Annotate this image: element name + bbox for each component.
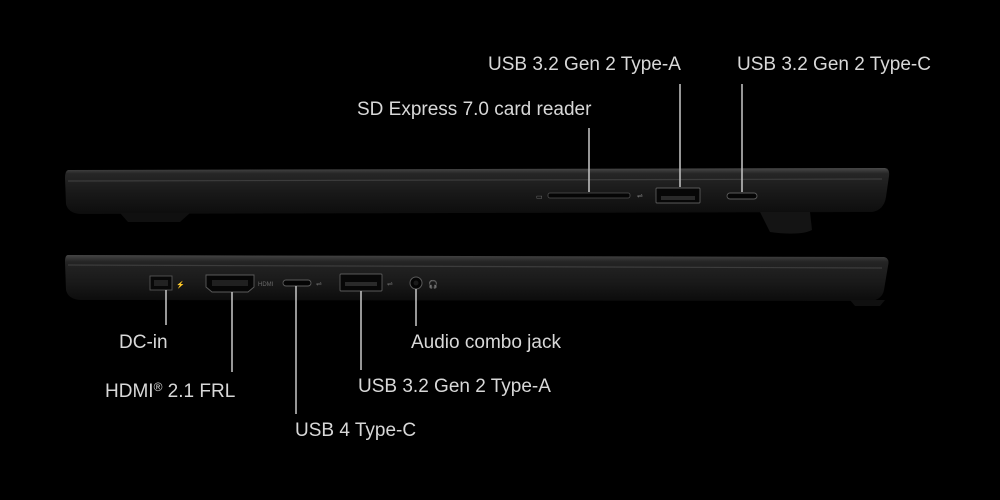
right-side-lid-line [67, 178, 883, 182]
label-usb4-c: USB 4 Type-C [295, 420, 417, 441]
right-side-chassis [65, 168, 890, 214]
label-hdmi-registered: ® [153, 380, 163, 394]
label-usb-a-right: USB 3.2 Gen 2 Type-A [488, 54, 681, 75]
label-sd-reader: SD Express 7.0 card reader [357, 99, 592, 120]
left-side-foot [850, 300, 885, 306]
label-hdmi-suffix: 2.1 FRL [162, 381, 236, 402]
label-usb-c-right: USB 3.2 Gen 2 Type-C [737, 54, 931, 75]
usb-a-port-right: ⇌ [637, 187, 701, 204]
leader-lines [165, 84, 743, 414]
svg-text:HDMI: HDMI [258, 282, 274, 288]
laptop-right-side: ▭ ⇌ [65, 168, 890, 234]
hdmi-port: HDMI [205, 274, 274, 293]
label-dc-in: DC-in [119, 332, 168, 353]
svg-text:▭: ▭ [536, 194, 543, 201]
svg-text:⇌: ⇌ [387, 281, 393, 288]
label-usb-a-left: USB 3.2 Gen 2 Type-A [358, 376, 551, 397]
left-side-chassis [65, 255, 889, 301]
left-side-lid-line [67, 264, 883, 269]
usb-c-port-right [726, 192, 758, 200]
label-hdmi-prefix: HDMI [105, 381, 154, 402]
dc-in-port: ⚡ [149, 275, 185, 291]
laptop-left-side: ⚡ HDMI ⇌ ⇌ 🎧 [65, 255, 889, 306]
svg-text:⚡: ⚡ [176, 280, 185, 289]
label-hdmi: HDMI® 2.1 FRL [105, 376, 235, 403]
right-side-foot-left [120, 213, 190, 222]
right-side-foot [760, 212, 812, 234]
svg-text:🎧: 🎧 [428, 279, 438, 289]
sd-card-reader-slot: ▭ [536, 192, 631, 201]
usb4-c-port: ⇌ [282, 279, 322, 288]
svg-text:⇌: ⇌ [316, 281, 322, 288]
label-audio-jack: Audio combo jack [411, 332, 561, 353]
svg-text:⇌: ⇌ [637, 193, 643, 200]
